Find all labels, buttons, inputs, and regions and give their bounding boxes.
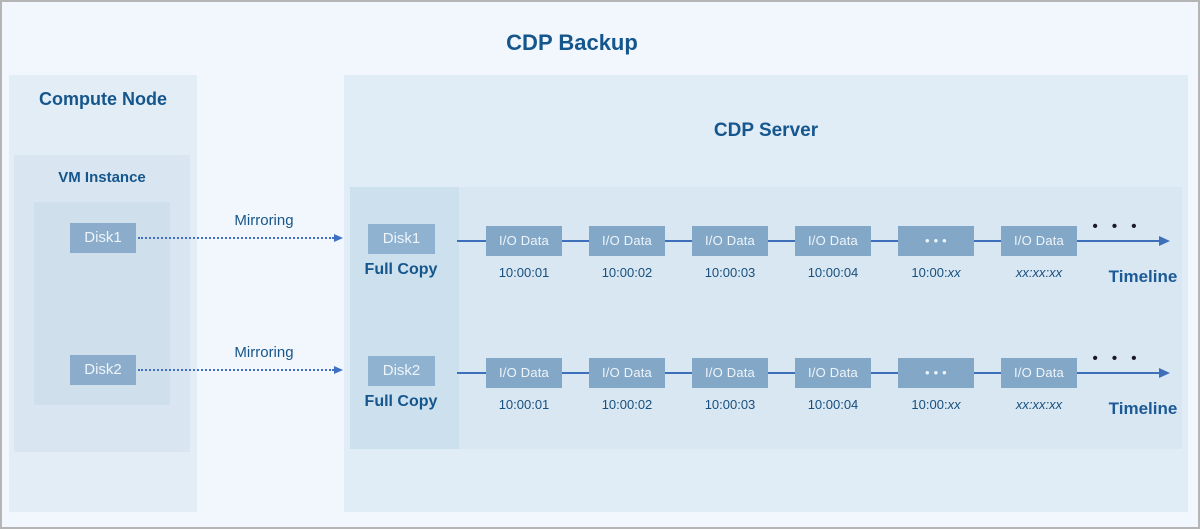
io-data-box: I/O Data bbox=[692, 226, 768, 256]
mirroring-arrow-line bbox=[138, 369, 334, 371]
server-disk1-chip: Disk1 bbox=[368, 224, 435, 254]
mirroring-label: Mirroring bbox=[234, 344, 294, 361]
time-text: 10:00:02 bbox=[601, 265, 653, 280]
io-data-box: I/O Data bbox=[589, 358, 665, 388]
full-copy-label: Full Copy bbox=[364, 393, 438, 410]
io-data-box: I/O Data bbox=[486, 358, 562, 388]
io-data-ellipsis-box: • • • bbox=[898, 226, 974, 256]
time-text: 10:00:04 bbox=[807, 265, 859, 280]
io-data-box: I/O Data bbox=[795, 226, 871, 256]
io-time-label: 10:00:02 bbox=[567, 397, 687, 412]
compute-disk1-chip: Disk1 bbox=[70, 223, 136, 253]
cdp-server-title: CDP Server bbox=[713, 120, 819, 141]
time-text: 10:00:01 bbox=[498, 265, 550, 280]
io-time-label: 10:00:02 bbox=[567, 265, 687, 280]
io-time-label: 10:00:04 bbox=[773, 397, 893, 412]
io-data-box: I/O Data bbox=[589, 226, 665, 256]
full-copy-label: Full Copy bbox=[364, 261, 438, 278]
mirroring-arrow-line bbox=[138, 237, 334, 239]
time-text: 10:00:02 bbox=[601, 397, 653, 412]
time-text: 10:00: bbox=[911, 265, 948, 280]
mirroring-label: Mirroring bbox=[234, 212, 294, 229]
vm-instance-title: VM Instance bbox=[58, 169, 146, 186]
io-time-label: 10:00:01 bbox=[464, 397, 584, 412]
mirroring-arrowhead-icon bbox=[334, 234, 343, 242]
time-text: 10:00:03 bbox=[704, 265, 756, 280]
io-time-label: 10:00:xx bbox=[876, 265, 996, 280]
time-placeholder-text: xx:xx:xx bbox=[1015, 397, 1063, 412]
timeline-arrowhead-icon bbox=[1159, 368, 1170, 378]
timeline-label: Timeline bbox=[1108, 399, 1178, 418]
ellipsis-dots: • • • bbox=[1092, 218, 1142, 235]
io-data-box: I/O Data bbox=[486, 226, 562, 256]
time-placeholder-text: xx:xx:xx bbox=[1015, 265, 1063, 280]
timeline-label: Timeline bbox=[1108, 267, 1178, 286]
time-text: 10:00:03 bbox=[704, 397, 756, 412]
io-data-box: I/O Data bbox=[795, 358, 871, 388]
time-text: 10:00:01 bbox=[498, 397, 550, 412]
io-time-label: 10:00:04 bbox=[773, 265, 893, 280]
compute-node-title: Compute Node bbox=[39, 89, 167, 109]
diagram-title: CDP Backup bbox=[506, 30, 638, 55]
io-data-ellipsis-box: • • • bbox=[898, 358, 974, 388]
time-text: 10:00:04 bbox=[807, 397, 859, 412]
io-time-label: 10:00:01 bbox=[464, 265, 584, 280]
timeline-arrowhead-icon bbox=[1159, 236, 1170, 246]
compute-disk2-chip: Disk2 bbox=[70, 355, 136, 385]
io-data-box: I/O Data bbox=[692, 358, 768, 388]
time-placeholder-text: xx bbox=[947, 397, 961, 412]
ellipsis-dots: • • • bbox=[1092, 350, 1142, 367]
mirroring-arrowhead-icon bbox=[334, 366, 343, 374]
io-time-label: 10:00:03 bbox=[670, 397, 790, 412]
io-time-label: 10:00:xx bbox=[876, 397, 996, 412]
io-data-box: I/O Data bbox=[1001, 358, 1077, 388]
io-time-label: 10:00:03 bbox=[670, 265, 790, 280]
time-placeholder-text: xx bbox=[947, 265, 961, 280]
io-time-label: xx:xx:xx bbox=[979, 265, 1099, 280]
time-text: 10:00: bbox=[911, 397, 948, 412]
io-data-box: I/O Data bbox=[1001, 226, 1077, 256]
io-time-label: xx:xx:xx bbox=[979, 397, 1099, 412]
server-disk2-chip: Disk2 bbox=[368, 356, 435, 386]
